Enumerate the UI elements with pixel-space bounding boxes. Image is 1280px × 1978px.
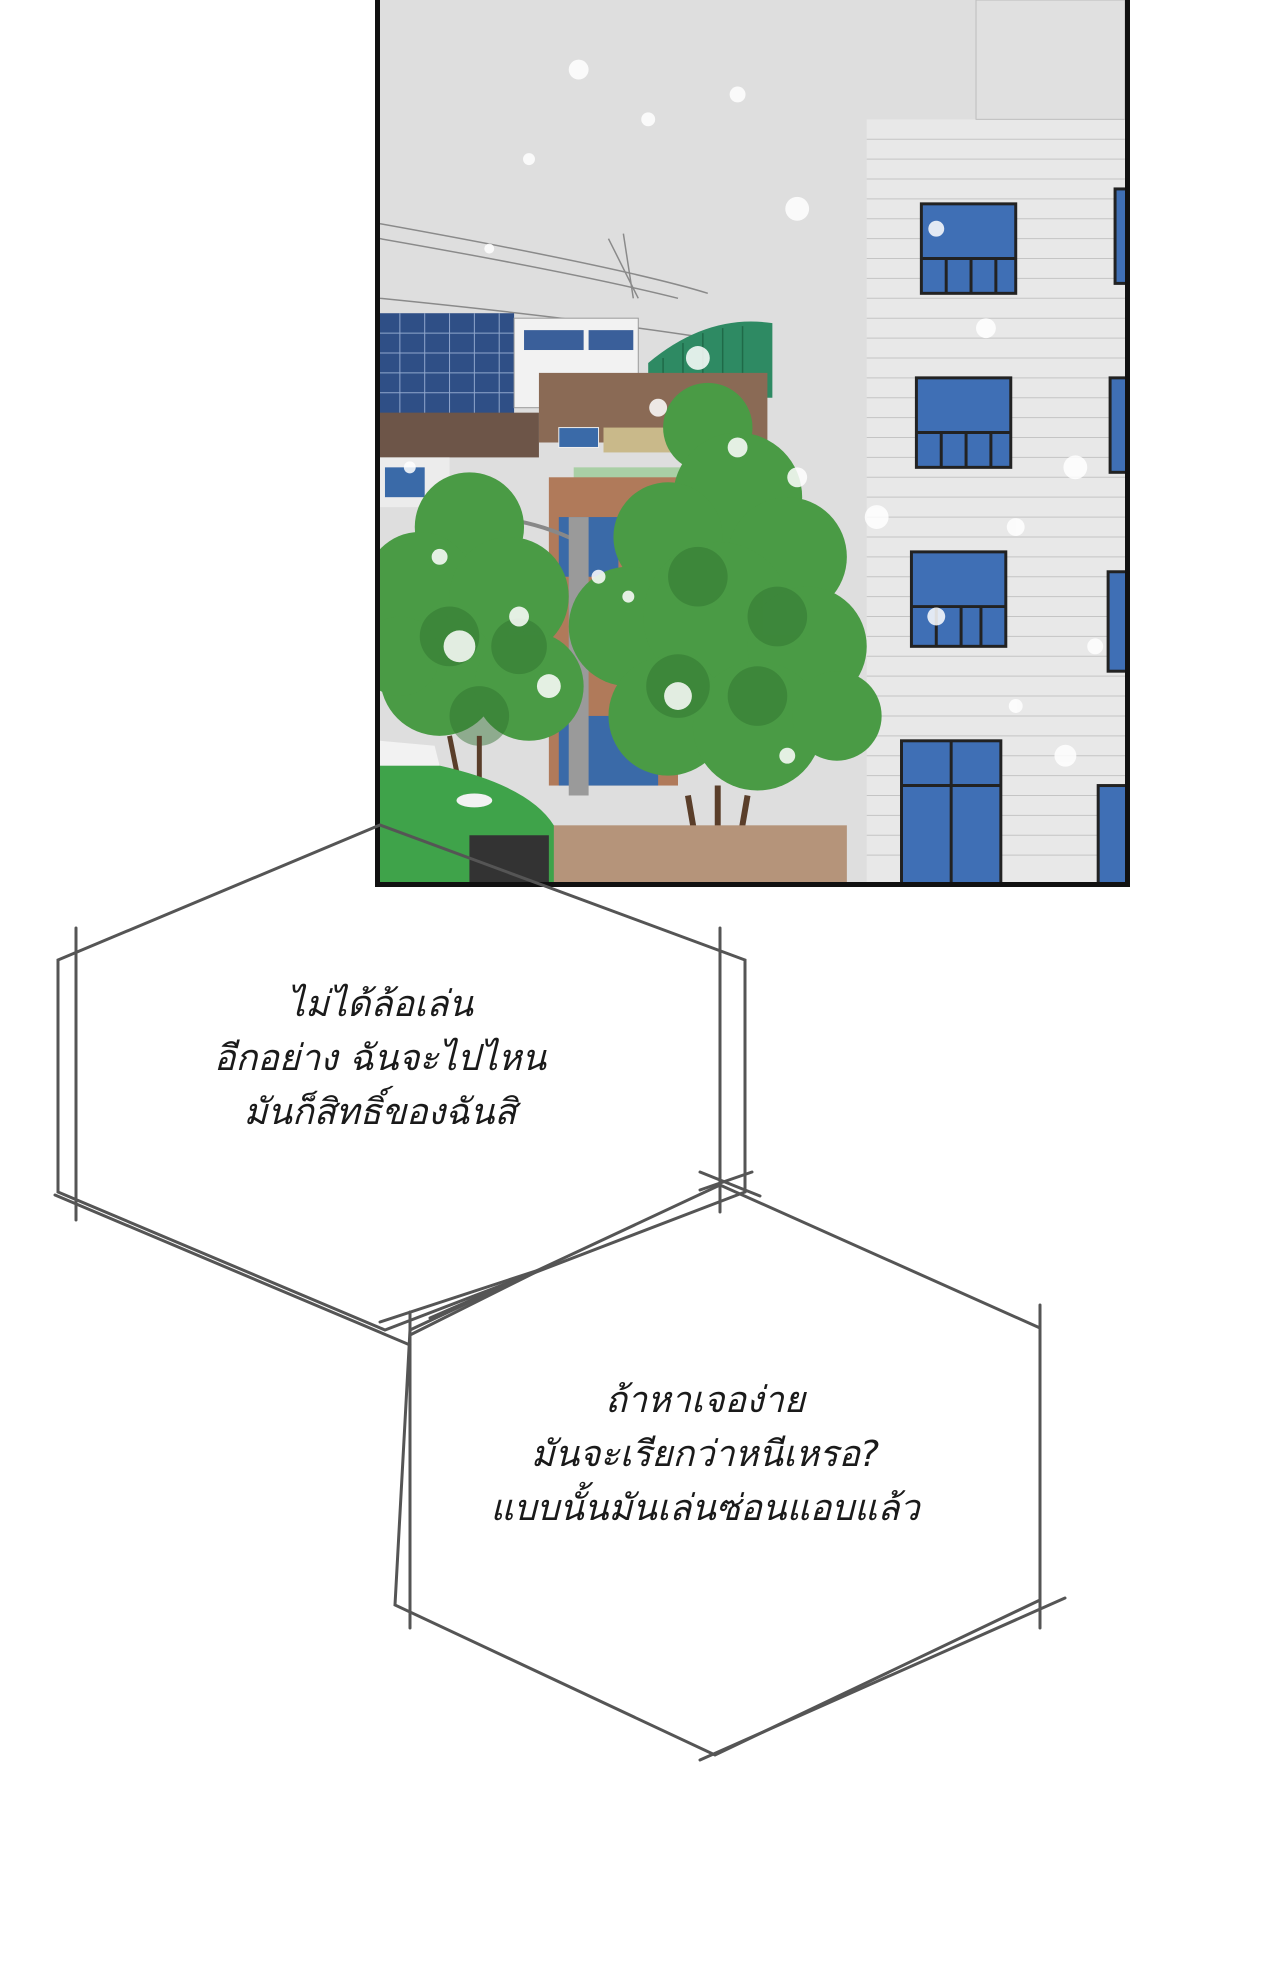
speech-line: อีกอย่าง ฉันจะไปไหน [213, 1038, 547, 1079]
speech-bubble-2-text: ถ้าหาเจอง่าย มันจะเรียกว่าหนีเหรอ? แบบนั… [440, 1374, 970, 1536]
speech-line: ถ้าหาเจอง่าย [605, 1380, 805, 1421]
comic-panel-street-scene [375, 0, 1130, 887]
speech-line: ไม่ได้ล้อเล่น [287, 984, 473, 1025]
street-scene-illustration [380, 0, 1125, 882]
speech-line: มันจะเรียกว่าหนีเหรอ? [530, 1434, 880, 1475]
speech-line: แบบนั้นมันเล่นซ่อนแอบแล้ว [490, 1488, 920, 1529]
speech-bubble-1-text: ไม่ได้ล้อเล่น อีกอย่าง ฉันจะไปไหน มันก็ส… [170, 978, 590, 1140]
speech-line: มันก็สิทธิ์ของฉันสิ [243, 1092, 517, 1133]
